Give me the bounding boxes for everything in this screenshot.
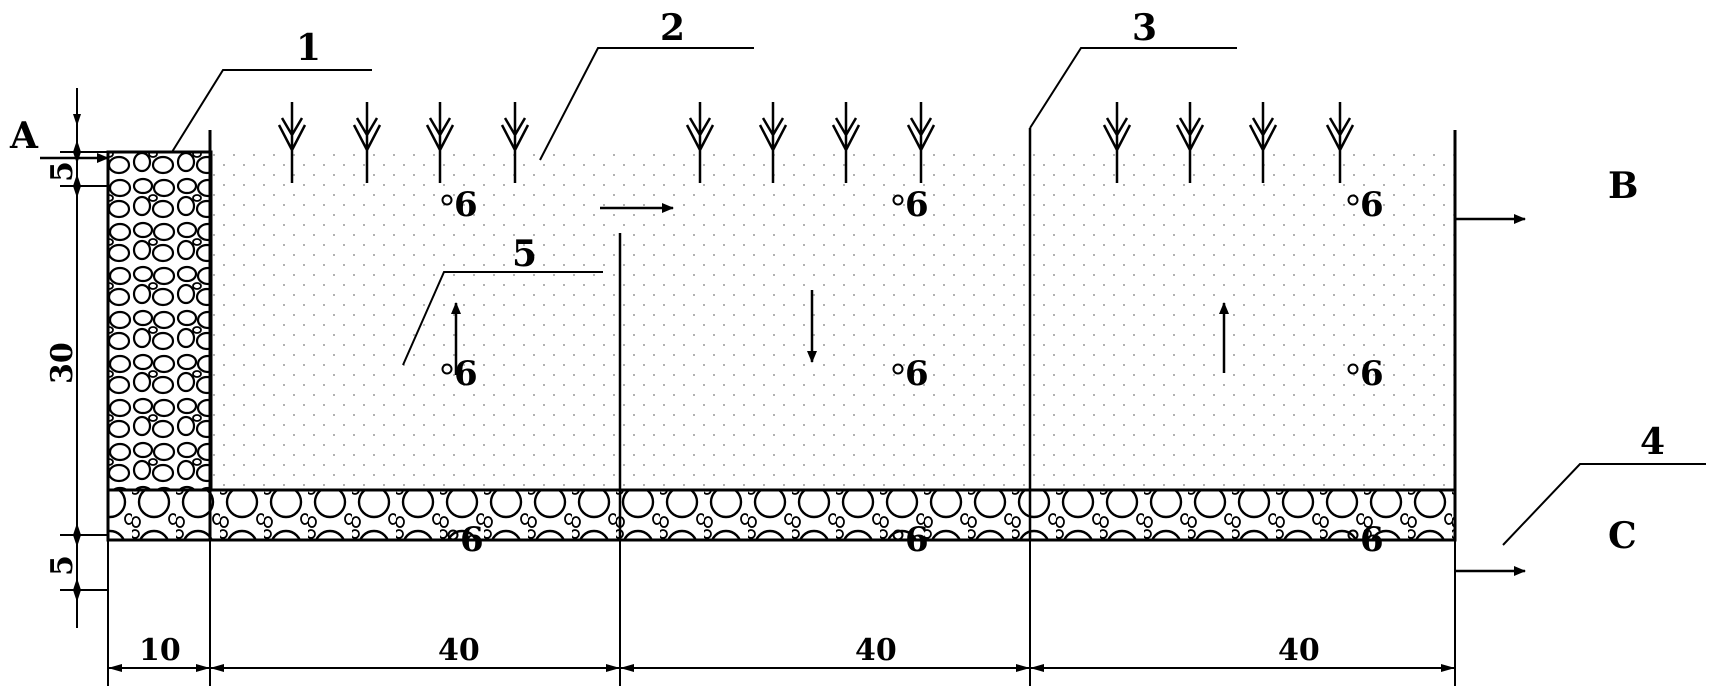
sampling-point: 6 bbox=[1347, 354, 1384, 394]
sampling-points: 6 6 6 6 6 6 6 6 6 bbox=[441, 185, 1384, 560]
dim-inlet-width: 10 bbox=[139, 633, 181, 668]
svg-text:6: 6 bbox=[454, 354, 478, 394]
sampling-point: 6 bbox=[441, 185, 478, 225]
dim-cell-2-width: 40 bbox=[855, 633, 897, 668]
bottom-gravel-layer bbox=[106, 488, 1457, 542]
sampling-point: 6 bbox=[447, 520, 484, 560]
callout-4: 4 bbox=[1640, 421, 1665, 463]
port-arrows bbox=[40, 153, 1526, 576]
sand-fill bbox=[210, 150, 1455, 488]
svg-text:6: 6 bbox=[1360, 185, 1384, 225]
vertical-dimensions bbox=[60, 88, 108, 628]
callout-1: 1 bbox=[296, 27, 321, 69]
outlet-b-label: B bbox=[1608, 165, 1638, 207]
svg-text:6: 6 bbox=[1360, 354, 1384, 394]
horizontal-dimensions bbox=[107, 541, 1456, 686]
inlet-label: A bbox=[9, 115, 39, 157]
sampling-point: 6 bbox=[892, 354, 929, 394]
sampling-point: 6 bbox=[441, 354, 478, 394]
svg-text:6: 6 bbox=[905, 520, 929, 560]
flow-arrows bbox=[451, 203, 1229, 375]
callout-5: 5 bbox=[512, 233, 537, 275]
sampling-point: 6 bbox=[892, 185, 929, 225]
sampling-point: 6 bbox=[1347, 520, 1384, 560]
dim-main-depth: 30 bbox=[45, 342, 80, 384]
callout-2: 2 bbox=[660, 7, 685, 49]
dim-cell-3-width: 40 bbox=[1278, 633, 1320, 668]
svg-text:6: 6 bbox=[905, 185, 929, 225]
svg-text:6: 6 bbox=[454, 185, 478, 225]
dim-top-layer: 5 bbox=[45, 161, 80, 182]
svg-text:6: 6 bbox=[1360, 520, 1384, 560]
sampling-point: 6 bbox=[892, 520, 929, 560]
sampling-point: 6 bbox=[1347, 185, 1384, 225]
svg-text:6: 6 bbox=[905, 354, 929, 394]
callout-leaders bbox=[171, 47, 1706, 546]
svg-text:6: 6 bbox=[460, 520, 484, 560]
dim-cell-1-width: 40 bbox=[438, 633, 480, 668]
callout-3: 3 bbox=[1132, 7, 1157, 49]
inlet-gravel-column bbox=[106, 150, 213, 492]
outlet-c-label: C bbox=[1608, 515, 1637, 557]
dim-bottom-layer: 5 bbox=[45, 555, 80, 576]
plants bbox=[277, 102, 1355, 183]
